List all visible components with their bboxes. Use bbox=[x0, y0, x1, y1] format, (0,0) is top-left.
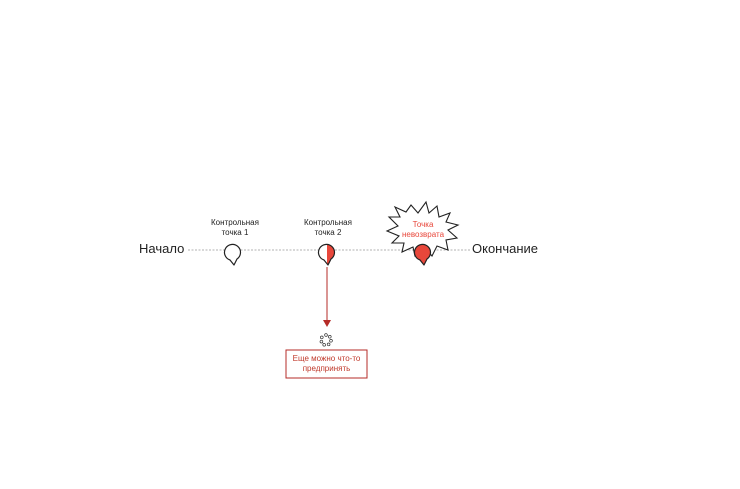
action-box bbox=[285, 349, 368, 379]
arrow-down-icon bbox=[323, 267, 331, 327]
speech-pin-half-filled-icon bbox=[317, 243, 336, 266]
checkpoint-2-label: Контрольная точка 2 bbox=[288, 218, 368, 238]
explosion-burst-icon bbox=[385, 200, 460, 257]
checkpoint-1-label: Контрольная точка 1 bbox=[195, 218, 275, 238]
speech-pin-outline-icon bbox=[223, 243, 242, 266]
action-box-label: Еще можно что-то предпринять bbox=[286, 354, 367, 374]
end-label: Окончание bbox=[472, 241, 539, 256]
point-of-no-return-text: Точка невозврата bbox=[401, 220, 445, 239]
loading-dots-icon bbox=[319, 333, 333, 347]
speech-pin-filled-icon bbox=[413, 243, 432, 266]
action-box-text: Еще можно что-то предпринять bbox=[292, 354, 361, 373]
start-label: Начало bbox=[139, 241, 185, 256]
checkpoint-1-text: Контрольная точка 1 bbox=[211, 218, 259, 237]
checkpoint-2-text: Контрольная точка 2 bbox=[304, 218, 352, 237]
point-of-no-return-label: Точка невозврата bbox=[393, 220, 453, 240]
